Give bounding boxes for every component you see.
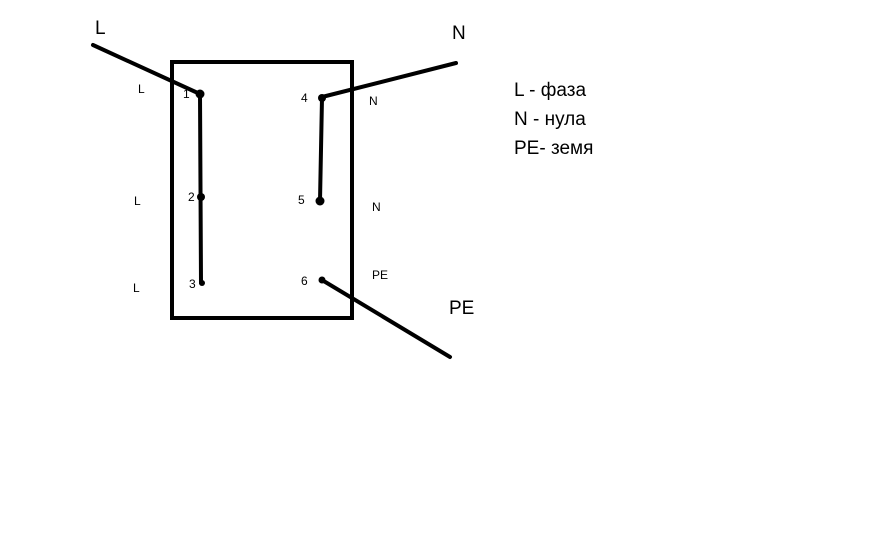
- terminal-5-side-label: N: [372, 200, 381, 214]
- terminal-3-dot: [199, 280, 205, 286]
- terminal-4-side-label: N: [369, 94, 378, 108]
- terminal-3-side-label: L: [133, 281, 140, 295]
- terminal-6-dot: [318, 276, 326, 284]
- ground-wire: [320, 278, 452, 359]
- neutral-wire: [320, 61, 458, 99]
- legend: L - фаза N - нула PE- земя: [514, 80, 593, 159]
- terminal-block-box: [170, 60, 354, 320]
- terminal-4-dot: [318, 94, 326, 102]
- terminal-1-side-label: L: [138, 82, 145, 96]
- neutral-wire-label: N: [452, 23, 466, 44]
- terminal-3-number: 3: [189, 277, 196, 291]
- phase-wire: [91, 43, 202, 96]
- terminal-6-number: 6: [301, 274, 308, 288]
- terminal-1-number: 1: [183, 87, 190, 101]
- terminal-5-dot: [315, 196, 325, 206]
- neutral-jumper: [318, 96, 324, 203]
- legend-neutral: N - нула: [514, 109, 586, 130]
- terminal-1-dot: [195, 89, 205, 99]
- phase-wire-label: L: [95, 18, 106, 39]
- terminal-5-number: 5: [298, 193, 305, 207]
- phase-jumper: [198, 92, 203, 285]
- legend-phase: L - фаза: [514, 80, 586, 101]
- legend-ground: PE- земя: [514, 138, 593, 159]
- terminal-2-dot: [197, 193, 205, 201]
- terminal-4-number: 4: [301, 91, 308, 105]
- terminal-2-number: 2: [188, 190, 195, 204]
- terminal-6-side-label: PE: [372, 268, 388, 282]
- ground-wire-label: PE: [449, 298, 474, 319]
- terminal-2-side-label: L: [134, 194, 141, 208]
